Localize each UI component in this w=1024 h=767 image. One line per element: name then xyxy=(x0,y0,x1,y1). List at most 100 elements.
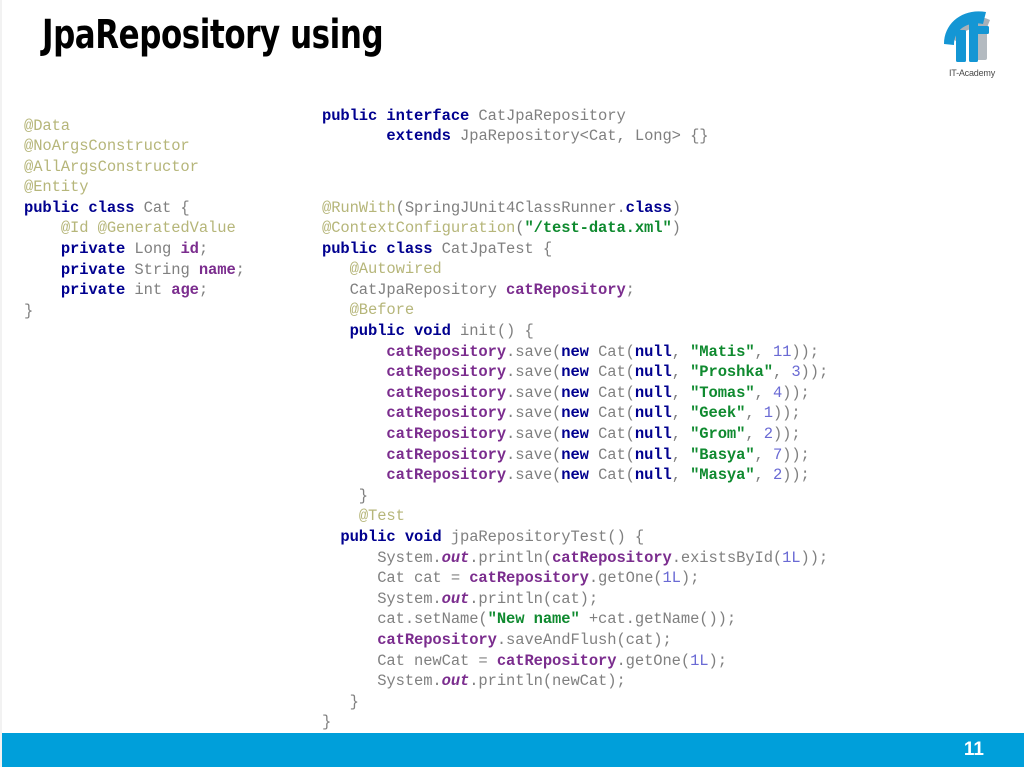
code-token: catRepository xyxy=(377,630,497,649)
code-token: new xyxy=(561,363,589,382)
code-token: catRepository xyxy=(386,466,507,485)
code-token: CatJpaRepository xyxy=(469,106,626,125)
cat-entity-code-block: @Data @NoArgsConstructor @AllArgsConstru… xyxy=(24,116,245,322)
code-token: +cat.getName()); xyxy=(579,610,737,629)
code-token xyxy=(322,507,359,525)
code-token: 11 xyxy=(772,342,792,361)
code-token: age xyxy=(171,281,199,300)
code-token: Cat( xyxy=(588,363,635,382)
code-token xyxy=(322,322,350,340)
code-token: , xyxy=(745,404,764,423)
code-token: jpaRepositoryTest() { xyxy=(441,528,645,546)
code-token: , xyxy=(671,466,691,485)
code-token: catRepository xyxy=(386,425,507,444)
code-token xyxy=(322,343,386,361)
code-token: null xyxy=(634,342,672,361)
page-title: JpaRepository using xyxy=(42,12,384,58)
code-token xyxy=(322,127,386,145)
code-token: "Tomas" xyxy=(690,383,755,402)
code-token: ); xyxy=(708,651,728,670)
code-token: , xyxy=(671,342,691,361)
code-token xyxy=(322,384,386,402)
code-token: )); xyxy=(782,445,810,464)
code-token: class xyxy=(625,198,672,217)
code-token: "Proshka" xyxy=(690,363,773,382)
code-token: private xyxy=(60,260,126,279)
code-token: )); xyxy=(800,548,829,567)
code-token: ; xyxy=(198,281,209,300)
code-token: null xyxy=(634,425,672,444)
code-token: , xyxy=(671,383,691,402)
code-token: 4 xyxy=(772,383,783,402)
code-token: @Autowired xyxy=(349,260,442,279)
code-token: catRepository xyxy=(386,445,507,464)
code-token: 7 xyxy=(772,445,783,464)
code-token: System. xyxy=(322,672,442,691)
code-token: ); xyxy=(680,569,700,588)
cat-jpa-repository-code-block: public interface CatJpaRepository extend… xyxy=(322,106,709,147)
code-token: 2 xyxy=(763,425,773,444)
code-token: "Geek" xyxy=(690,404,746,423)
code-token: .save( xyxy=(506,445,562,464)
code-token: null xyxy=(634,466,672,485)
code-token: JpaRepository<Cat, Long> {} xyxy=(450,127,709,146)
code-token: .save( xyxy=(506,425,562,444)
code-token: catRepository xyxy=(506,280,626,299)
code-token: @ContextConfiguration xyxy=(322,219,516,238)
code-token: , xyxy=(671,363,691,382)
code-token: Cat( xyxy=(588,445,635,464)
code-token: .existsById( xyxy=(671,548,783,567)
code-token: } xyxy=(322,692,359,711)
code-token: catRepository xyxy=(552,548,672,567)
code-token: ; xyxy=(235,260,245,279)
code-token xyxy=(322,446,386,464)
code-token: catRepository xyxy=(469,569,589,588)
code-token: Cat newCat = xyxy=(322,651,497,670)
code-token: , xyxy=(671,425,691,444)
code-token: @NoArgsConstructor xyxy=(24,137,190,156)
code-token: public void xyxy=(349,322,451,341)
it-academy-logo-mark xyxy=(944,11,990,62)
code-token: public class xyxy=(322,239,433,258)
page-number: 11 xyxy=(963,739,984,760)
code-token: public interface xyxy=(322,106,470,125)
code-token xyxy=(24,240,61,258)
code-token: null xyxy=(634,383,672,402)
code-token: .getOne( xyxy=(588,569,663,588)
code-token: .saveAndFlush(cat); xyxy=(496,630,672,649)
code-token: Cat( xyxy=(588,342,635,361)
code-token: new xyxy=(561,383,589,402)
footer-bar: 11 xyxy=(2,733,1024,767)
code-token: )); xyxy=(791,342,819,361)
code-token: String xyxy=(125,260,199,279)
code-token: new xyxy=(561,342,589,361)
code-token: , xyxy=(754,342,773,361)
code-token: private xyxy=(60,240,126,259)
code-token: @Test xyxy=(358,507,405,526)
code-token xyxy=(322,466,386,484)
code-token xyxy=(322,301,350,319)
code-token xyxy=(24,219,61,237)
code-token: .println(newCat); xyxy=(469,672,626,691)
code-token: extends xyxy=(386,127,451,146)
code-token: } xyxy=(322,486,369,505)
code-token: ; xyxy=(198,240,209,259)
code-token: catRepository xyxy=(496,651,617,670)
code-token: @AllArgsConstructor xyxy=(24,157,199,176)
code-token: @RunWith xyxy=(322,198,396,217)
code-token: .save( xyxy=(506,363,562,382)
code-token: , xyxy=(671,404,691,423)
code-token: 1L xyxy=(782,548,801,567)
code-token: "Grom" xyxy=(690,425,746,444)
code-token xyxy=(322,631,377,649)
code-token xyxy=(24,281,61,299)
code-token: @Entity xyxy=(24,178,89,197)
code-token: "Basya" xyxy=(690,445,755,464)
code-token: )); xyxy=(782,383,810,402)
code-token xyxy=(322,425,386,443)
code-token: , xyxy=(754,466,773,485)
code-token xyxy=(24,261,61,279)
code-token: .println( xyxy=(469,548,553,567)
code-token: Cat( xyxy=(588,383,635,402)
